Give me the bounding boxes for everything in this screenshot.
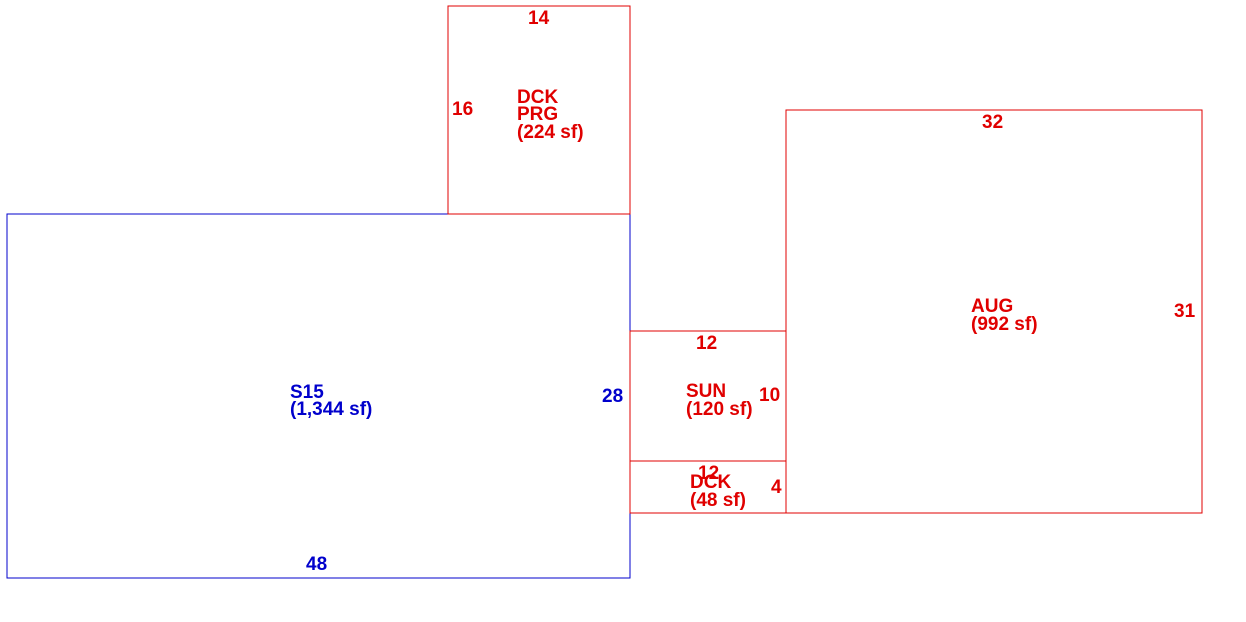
room-dck-prg-dim-top: 14 — [528, 8, 550, 29]
room-dck-prg-outline — [447, 5, 631, 215]
room-sun-code: SUN — [686, 381, 726, 402]
room-dck-prg-area: (224 sf) — [517, 122, 584, 143]
room-aug-outline — [785, 109, 1203, 514]
room-dck-prg: 14 16 DCK PRG (224 sf) — [447, 5, 631, 215]
room-sun-area: (120 sf) — [686, 399, 753, 420]
room-dck-dim-right: 4 — [771, 477, 782, 498]
room-aug-code: AUG — [971, 296, 1013, 317]
room-dck-prg-dim-left: 16 — [452, 99, 473, 120]
room-sun-dim-top: 12 — [696, 333, 717, 354]
room-sun-dim-right: 10 — [759, 385, 780, 406]
room-aug-dim-top: 32 — [982, 112, 1003, 133]
room-dck-prg-code-2: PRG — [517, 104, 558, 125]
room-s15-area: (1,344 sf) — [290, 399, 372, 420]
room-dck: 12 DCK (48 sf) 4 — [629, 460, 787, 514]
room-aug-area: (992 sf) — [971, 314, 1038, 335]
room-s15-dim-right: 28 — [602, 386, 623, 407]
room-aug-dim-right: 31 — [1174, 301, 1196, 322]
room-dck-dim-top: 12 — [698, 463, 719, 484]
room-s15-code: S15 — [290, 382, 324, 403]
room-dck-code: DCK — [690, 472, 731, 493]
room-s15-dim-bottom: 48 — [306, 554, 327, 575]
room-dck-prg-code-1: DCK — [517, 87, 558, 108]
room-s15: S15 (1,344 sf) 28 48 — [6, 213, 631, 579]
room-aug: 32 AUG (992 sf) 31 — [785, 109, 1203, 514]
room-sun: 12 SUN (120 sf) 10 — [629, 330, 787, 462]
room-dck-area: (48 sf) — [690, 490, 746, 511]
